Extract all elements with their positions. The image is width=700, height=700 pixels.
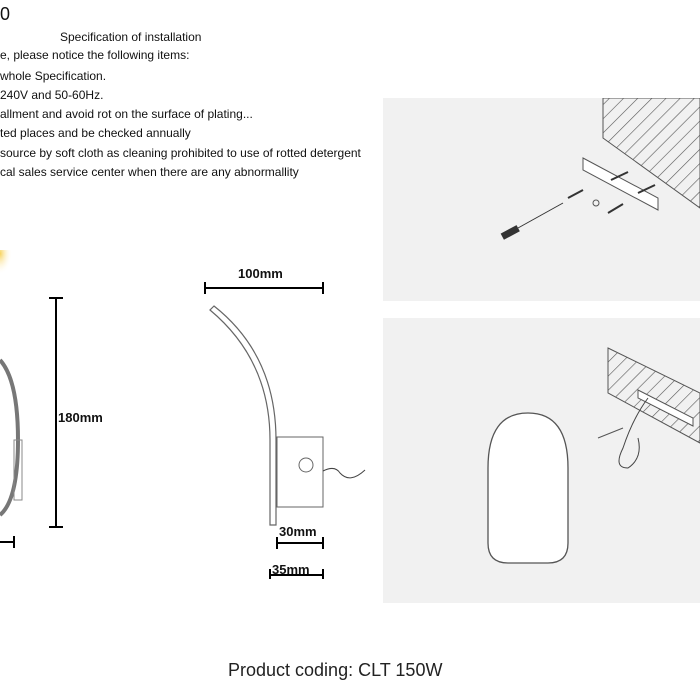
spec-item: source by soft cloth as cleaning prohibi… <box>0 146 361 160</box>
height-dimension-line <box>49 297 63 528</box>
lamp-side-drawing <box>204 282 366 579</box>
product-coding: Product coding: CLT 150W <box>228 660 443 680</box>
page-mark: 0 <box>0 4 11 24</box>
spec-intro: e, please notice the following items: <box>0 48 190 62</box>
spec-item: whole Specification. <box>0 69 107 83</box>
spec-item: allment and avoid rot on the surface of … <box>0 107 253 121</box>
bracket-mounting-illustration <box>500 98 700 240</box>
lamp-front-drawing <box>0 250 40 548</box>
install-step-2-panel <box>383 318 700 603</box>
depth-label: 35mm <box>272 562 310 577</box>
spec-title: Specification of installation <box>60 30 202 44</box>
width-label: 100mm <box>238 266 283 281</box>
spec-item: cal sales service center when there are … <box>0 165 299 179</box>
spec-item: 240V and 50-60Hz. <box>0 88 104 102</box>
install-step-1-panel <box>383 98 700 301</box>
spec-item: ted places and be checked annually <box>0 126 191 140</box>
base-width-label: 30mm <box>279 524 317 539</box>
height-label: 180mm <box>58 410 103 425</box>
lamp-attach-illustration <box>487 347 700 564</box>
